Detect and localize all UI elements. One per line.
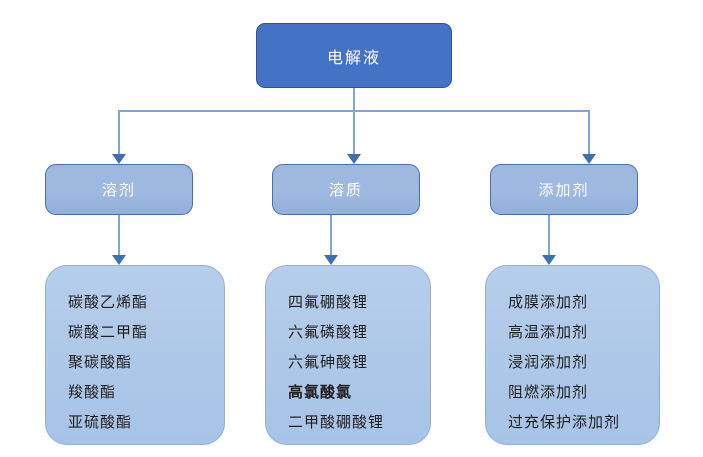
arrowhead-to-solute — [347, 154, 361, 164]
list-item[interactable]: 过充保护添加剂 — [508, 414, 621, 431]
list-box-solute[interactable]: 四氟硼酸锂 六氟磷酸锂 六氟砷酸锂 高氯酸氯 二甲酸硼酸锂 — [265, 265, 431, 445]
node-electrolyte-label: 电解液 — [326, 49, 381, 67]
list-additive-items: 成膜添加剂 高温添加剂 浸润添加剂 阻燃添加剂 过充保护添加剂 — [486, 288, 659, 438]
arrowhead-to-solvent — [112, 154, 126, 164]
node-electrolyte[interactable]: 电解液 — [256, 23, 452, 88]
node-solvent[interactable]: 溶剂 — [45, 164, 193, 215]
list-item[interactable]: 二甲酸硼酸锂 — [288, 414, 385, 431]
list-item[interactable]: 高氯酸氯 — [288, 384, 353, 401]
list-item[interactable]: 高温添加剂 — [508, 324, 589, 341]
connector-solute-to-list — [330, 215, 332, 260]
connector-branch-left — [118, 110, 120, 158]
list-item[interactable]: 四氟硼酸锂 — [288, 294, 369, 311]
list-item[interactable]: 成膜添加剂 — [508, 294, 589, 311]
list-box-additive[interactable]: 成膜添加剂 高温添加剂 浸润添加剂 阻燃添加剂 过充保护添加剂 — [485, 265, 660, 445]
arrowhead-additive-list — [542, 255, 556, 265]
node-solvent-label: 溶剂 — [101, 182, 136, 199]
list-item[interactable]: 聚碳酸酯 — [68, 354, 133, 371]
node-solute[interactable]: 溶质 — [272, 164, 420, 215]
list-box-solvent[interactable]: 碳酸乙烯酯 碳酸二甲酯 聚碳酸酯 羧酸酯 亚硫酸酯 — [45, 265, 225, 445]
node-additive-label: 添加剂 — [538, 182, 590, 199]
connector-horizontal-bus — [118, 110, 589, 112]
list-item[interactable]: 六氟砷酸锂 — [288, 354, 369, 371]
list-item[interactable]: 碳酸二甲酯 — [68, 324, 149, 341]
node-solute-label: 溶质 — [328, 182, 363, 199]
list-item[interactable]: 羧酸酯 — [68, 384, 117, 401]
connector-solvent-to-list — [118, 215, 120, 260]
list-solvent-items: 碳酸乙烯酯 碳酸二甲酯 聚碳酸酯 羧酸酯 亚硫酸酯 — [46, 288, 224, 438]
list-item[interactable]: 阻燃添加剂 — [508, 384, 589, 401]
arrowhead-to-additive — [582, 154, 596, 164]
arrowhead-solute-list — [324, 255, 338, 265]
connector-root-stem — [353, 88, 355, 158]
list-item[interactable]: 碳酸乙烯酯 — [68, 294, 149, 311]
list-item[interactable]: 浸润添加剂 — [508, 354, 589, 371]
node-additive[interactable]: 添加剂 — [490, 164, 638, 215]
arrowhead-solvent-list — [112, 255, 126, 265]
list-item[interactable]: 亚硫酸酯 — [68, 414, 133, 431]
connector-additive-to-list — [548, 215, 550, 260]
list-solute-items: 四氟硼酸锂 六氟磷酸锂 六氟砷酸锂 高氯酸氯 二甲酸硼酸锂 — [266, 288, 430, 438]
list-item[interactable]: 六氟磷酸锂 — [288, 324, 369, 341]
connector-branch-right — [588, 110, 590, 158]
